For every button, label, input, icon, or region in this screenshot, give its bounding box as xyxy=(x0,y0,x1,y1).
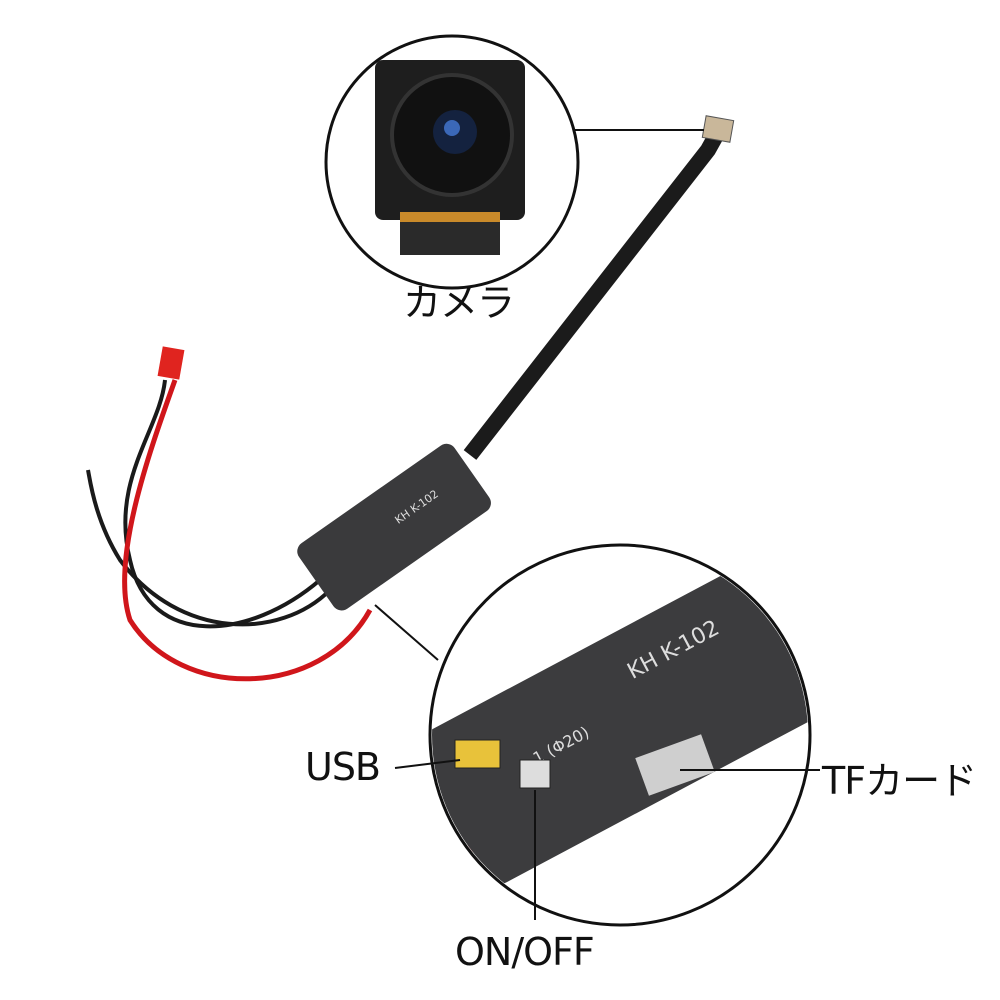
camera-flex-gold xyxy=(400,212,500,222)
camera-label: カメラ xyxy=(403,281,515,325)
mini-camera-chip xyxy=(701,115,735,143)
black-wire-2 xyxy=(86,469,332,627)
zoom-leader-line xyxy=(374,604,439,661)
tf-card-slot xyxy=(635,734,715,796)
module-detail-body xyxy=(432,563,808,885)
usb-label: USB xyxy=(305,745,381,789)
red-wire xyxy=(122,379,373,682)
lens-reflection xyxy=(444,120,460,136)
tf-card-label: TFカード xyxy=(822,759,977,803)
dvr-module: KH K-102 xyxy=(297,443,491,611)
black-wire xyxy=(123,379,322,629)
on-off-switch xyxy=(519,759,551,789)
red-connector xyxy=(157,346,185,380)
on-off-label: ON/OFF xyxy=(455,930,595,974)
usb-port xyxy=(454,739,501,769)
usb-leader-line xyxy=(394,759,461,769)
